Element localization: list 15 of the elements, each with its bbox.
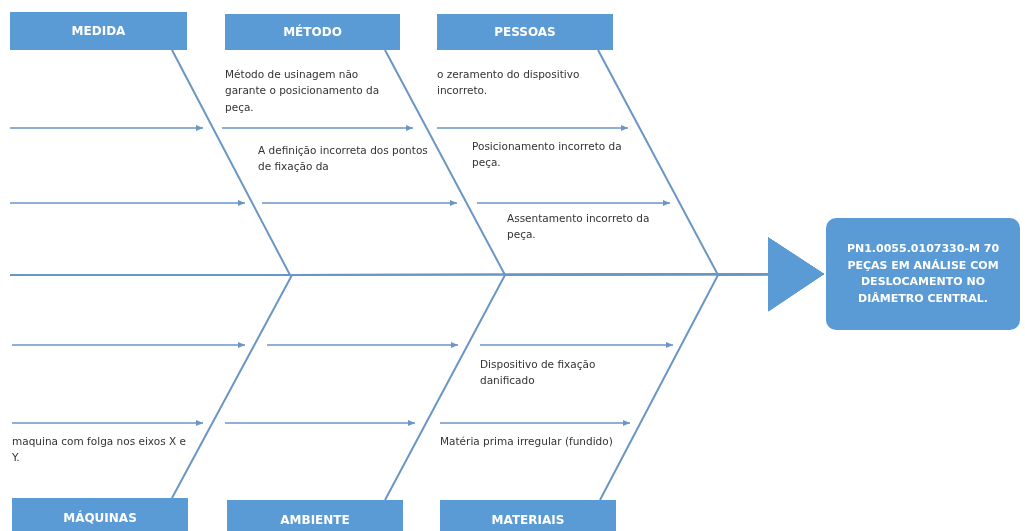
- cause-text: Dispositivo de fixação danificado: [480, 357, 597, 389]
- category-box: MÁQUINAS: [12, 498, 188, 531]
- category-box: PESSOAS: [437, 14, 613, 50]
- cause-text: Posicionamento incorreto da peça.: [472, 139, 623, 171]
- cause-text: Método de usinagem não garante o posicionamento da peça.: [225, 67, 381, 115]
- cause-text: o zeramento do dispositivo incorreto.: [437, 67, 581, 99]
- category-box: MEDIDA: [10, 12, 187, 50]
- category-box: MÉTODO: [225, 14, 400, 50]
- cause-text: maquina com folga nos eixos X e Y.: [12, 434, 187, 466]
- cause-text: Matéria prima irregular (fundido): [440, 434, 614, 449]
- category-box: AMBIENTE: [227, 500, 403, 531]
- effect-box: PN1.0055.0107330-M 70 PEÇAS EM ANÁLISE COM DESLOCAMENTO NO DIÂMETRO CENTRAL.: [826, 218, 1020, 330]
- cause-text: Assentamento incorreto da peça.: [507, 211, 651, 243]
- cause-text: A definição incorreta dos pontos de fixação da: [258, 143, 428, 175]
- category-box: MATERIAIS: [440, 500, 616, 531]
